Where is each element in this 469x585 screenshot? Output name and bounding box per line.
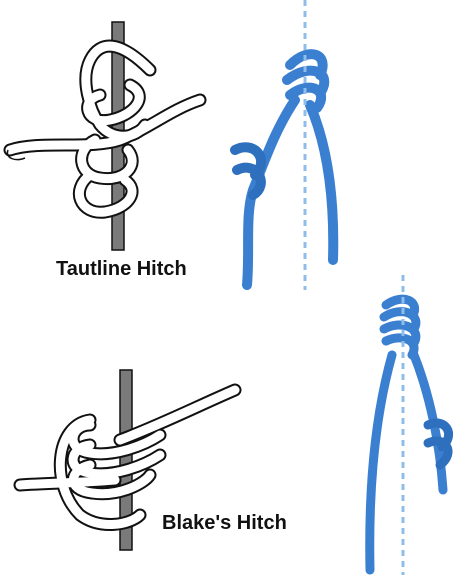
blakes-hitch-line-drawing [20, 365, 280, 585]
tautline-hitch-photo [225, 0, 365, 290]
blakes-hitch-photo [348, 275, 468, 575]
blakes-hitch-label: Blake's Hitch [162, 512, 287, 535]
rope [10, 46, 200, 212]
tautline-hitch-line-drawing [0, 0, 210, 260]
tautline-hitch-label: Tautline Hitch [56, 258, 187, 281]
